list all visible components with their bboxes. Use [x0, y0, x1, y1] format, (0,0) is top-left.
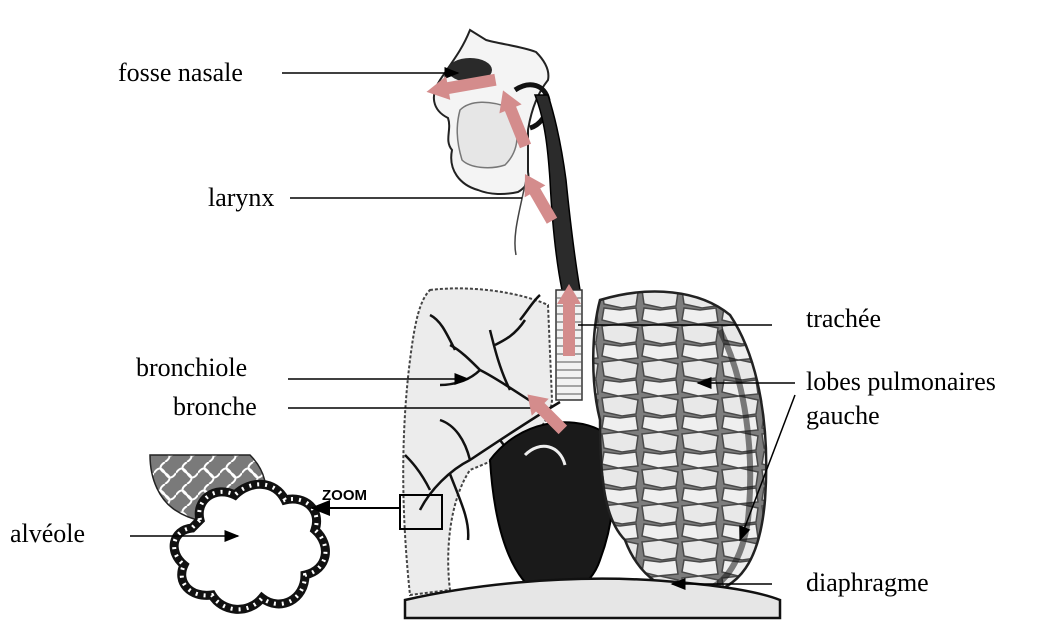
label-bronche: bronche [173, 392, 257, 422]
label-lobes-pulmonaires: lobes pulmonaires [806, 367, 996, 397]
label-fosse-nasale: fosse nasale [118, 58, 243, 88]
left-lung [593, 292, 766, 595]
alveolus-zoom [150, 455, 325, 609]
label-trachee: trachée [806, 304, 881, 334]
label-diaphragme: diaphragme [806, 568, 929, 598]
label-larynx: larynx [208, 183, 274, 213]
head-outline [434, 30, 549, 255]
label-lobes-gauche: gauche [806, 401, 880, 431]
zoom-label: ZOOM [322, 487, 367, 504]
label-bronchiole: bronchiole [136, 353, 247, 383]
label-alveole: alvéole [10, 519, 85, 549]
